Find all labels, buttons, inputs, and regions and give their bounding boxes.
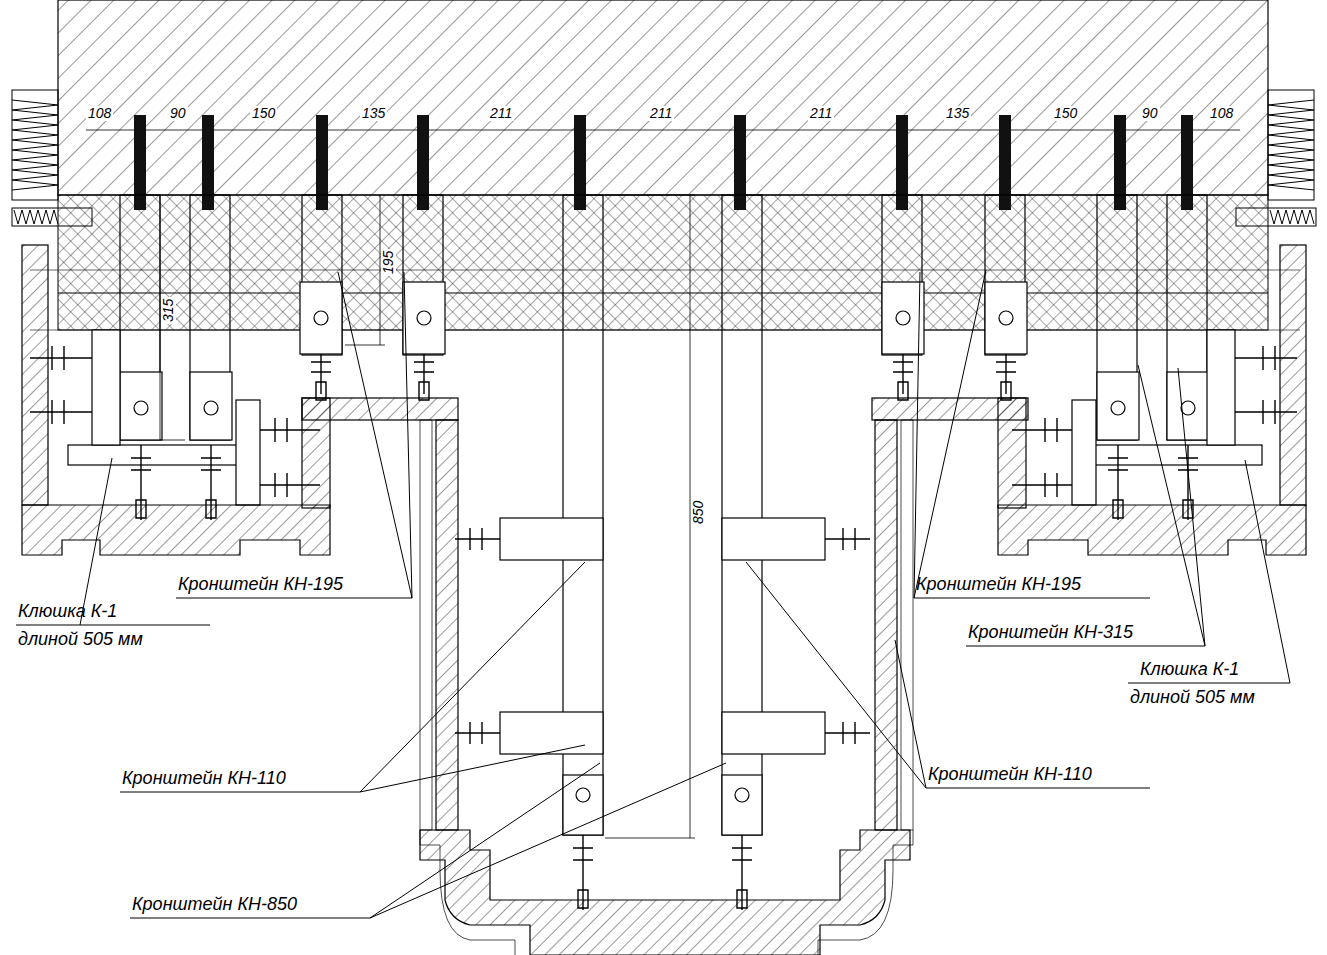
callout-label: длиной 505 мм: [1130, 688, 1255, 708]
callout-label: Клюшка К-1: [1140, 660, 1239, 680]
dimension-text: 150: [1052, 106, 1079, 121]
dimension-text: 315: [161, 296, 176, 323]
callout-label: Кронштейн КН-850: [132, 895, 297, 915]
dimension-text: 211: [808, 106, 834, 121]
callout-label: Кронштейн КН-195: [916, 575, 1081, 595]
callout-label: Кронштейн КН-315: [968, 623, 1133, 643]
callout-label: длиной 505 мм: [18, 630, 143, 650]
dimension-text: 211: [488, 106, 514, 121]
callout-label: Кронштейн КН-195: [178, 575, 343, 595]
dimension-text: 108: [1208, 106, 1235, 121]
callout-label: Клюшка К-1: [18, 602, 117, 622]
dimension-text: 211: [648, 106, 674, 121]
dimension-text: 90: [1140, 106, 1160, 121]
dimension-text: 195: [381, 248, 396, 275]
dimension-text: 108: [86, 106, 113, 121]
dimension-text: 135: [360, 106, 387, 121]
dimension-text: 850: [691, 498, 706, 525]
dimension-text: 135: [944, 106, 971, 121]
dimension-text: 90: [168, 106, 188, 121]
dimension-text: 150: [250, 106, 277, 121]
callout-label: Кронштейн КН-110: [928, 765, 1092, 785]
callout-label: Кронштейн КН-110: [122, 769, 286, 789]
